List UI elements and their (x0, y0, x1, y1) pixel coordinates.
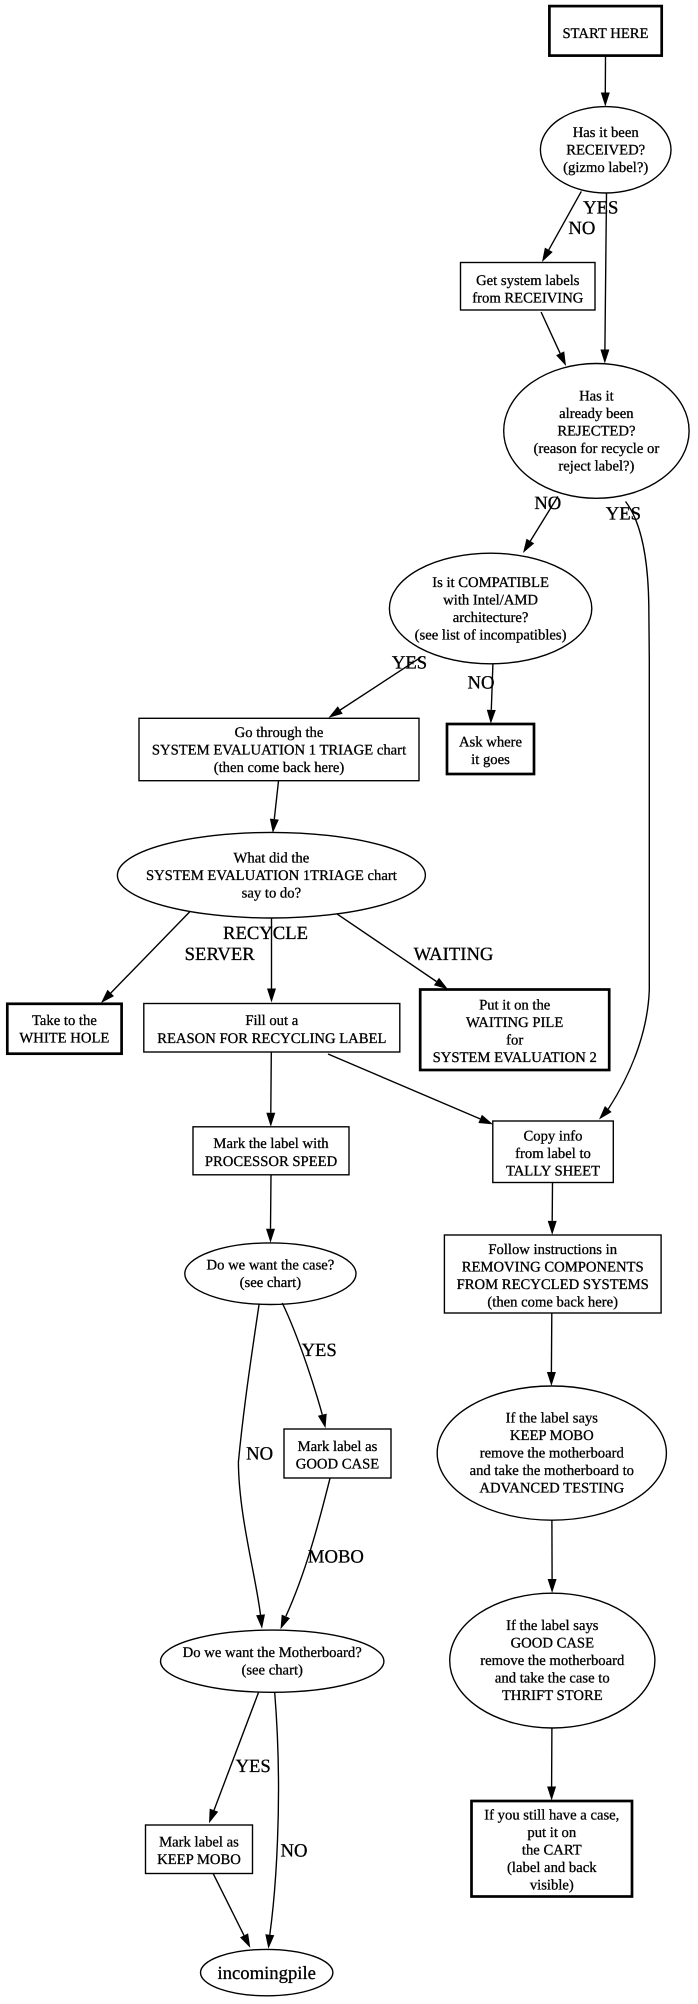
svg-text:REJECTED?: REJECTED? (557, 424, 635, 440)
svg-text:Copy info: Copy info (523, 1129, 582, 1145)
svg-text:THRIFT STORE: THRIFT STORE (502, 1688, 603, 1704)
svg-text:Follow instructions in: Follow instructions in (488, 1242, 617, 1258)
svg-text:from label to: from label to (515, 1146, 591, 1162)
svg-text:RECYCLE: RECYCLE (223, 923, 308, 944)
svg-text:(see list of incompatibles): (see list of incompatibles) (415, 627, 567, 643)
svg-text:NO: NO (246, 1443, 273, 1464)
svg-text:NO: NO (534, 493, 561, 514)
svg-text:(label and back: (label and back (507, 1860, 597, 1876)
svg-text:YES: YES (606, 504, 641, 525)
svg-text:remove the motherboard: remove the motherboard (480, 1653, 625, 1669)
svg-text:GOOD CASE: GOOD CASE (296, 1457, 380, 1473)
svg-text:Is it COMPATIBLE: Is it COMPATIBLE (432, 575, 549, 591)
svg-text:YES: YES (583, 198, 618, 219)
svg-text:already been: already been (559, 406, 634, 422)
svg-text:ADVANCED TESTING: ADVANCED TESTING (479, 1481, 624, 1497)
svg-text:START HERE: START HERE (562, 26, 648, 42)
svg-text:YES: YES (392, 652, 427, 673)
svg-text:remove the motherboard: remove the motherboard (480, 1446, 625, 1462)
svg-text:with Intel/AMD: with Intel/AMD (443, 592, 538, 608)
svg-text:Fill out a: Fill out a (245, 1013, 298, 1029)
svg-text:FROM RECYCLED SYSTEMS: FROM RECYCLED SYSTEMS (457, 1277, 649, 1293)
svg-text:(see chart): (see chart) (241, 1663, 303, 1679)
svg-text:Take to the: Take to the (32, 1013, 97, 1029)
svg-text:Go through the: Go through the (235, 725, 324, 741)
svg-text:architecture?: architecture? (453, 610, 529, 626)
svg-text:If the label says: If the label says (506, 1411, 599, 1427)
svg-text:reject label?): reject label?) (558, 459, 634, 475)
svg-text:PROCESSOR SPEED: PROCESSOR SPEED (205, 1154, 337, 1170)
svg-text:(then come back here): (then come back here) (487, 1295, 618, 1311)
svg-text:SYSTEM EVALUATION 1TRIAGE char: SYSTEM EVALUATION 1TRIAGE chart (146, 868, 397, 884)
svg-text:TALLY SHEET: TALLY SHEET (506, 1164, 600, 1180)
svg-text:MOBO: MOBO (308, 1547, 364, 1568)
svg-text:incomingpile: incomingpile (217, 1963, 315, 1984)
svg-text:SERVER: SERVER (185, 944, 256, 965)
svg-text:NO: NO (468, 672, 495, 693)
svg-text:SYSTEM EVALUATION 2: SYSTEM EVALUATION 2 (433, 1050, 597, 1066)
svg-text:YES: YES (236, 1756, 271, 1777)
svg-text:Mark label as: Mark label as (298, 1439, 378, 1455)
svg-text:If you still have a case,: If you still have a case, (484, 1808, 619, 1824)
svg-text:SYSTEM EVALUATION 1 TRIAGE cha: SYSTEM EVALUATION 1 TRIAGE chart (152, 742, 406, 758)
svg-text:put it on: put it on (527, 1825, 577, 1841)
svg-text:WHITE HOLE: WHITE HOLE (19, 1031, 109, 1047)
svg-text:(see chart): (see chart) (240, 1275, 302, 1291)
svg-text:from RECEIVING: from RECEIVING (472, 290, 584, 306)
svg-text:and take the motherboard to: and take the motherboard to (470, 1463, 634, 1479)
svg-text:YES: YES (302, 1340, 337, 1361)
svg-text:and take the case to: and take the case to (495, 1671, 610, 1687)
svg-text:If the label says: If the label says (506, 1618, 599, 1634)
svg-text:RECEIVED?: RECEIVED? (566, 142, 645, 158)
svg-text:KEEP MOBO: KEEP MOBO (157, 1852, 241, 1868)
svg-text:(then come back here): (then come back here) (214, 760, 345, 776)
svg-text:(reason for recycle or: (reason for recycle or (534, 441, 660, 457)
svg-text:Get system labels: Get system labels (476, 273, 580, 289)
svg-text:Has it been: Has it been (573, 125, 640, 141)
svg-text:NO: NO (568, 218, 595, 239)
svg-text:say to do?: say to do? (242, 885, 301, 901)
svg-text:WAITING: WAITING (414, 944, 494, 965)
svg-text:(gizmo label?): (gizmo label?) (563, 160, 648, 176)
svg-text:REASON FOR RECYCLING LABEL: REASON FOR RECYCLING LABEL (157, 1031, 386, 1047)
svg-text:KEEP MOBO: KEEP MOBO (510, 1428, 594, 1444)
svg-text:Put it on the: Put it on the (479, 998, 550, 1014)
svg-text:What did the: What did the (234, 850, 310, 866)
svg-text:Has it: Has it (579, 389, 614, 405)
svg-text:visible): visible) (530, 1878, 574, 1894)
svg-text:NO: NO (281, 1841, 308, 1862)
svg-text:WAITING PILE: WAITING PILE (466, 1015, 563, 1031)
svg-text:Ask where: Ask where (459, 735, 522, 751)
svg-text:Do we want the Motherboard?: Do we want the Motherboard? (183, 1645, 362, 1661)
svg-text:REMOVING COMPONENTS: REMOVING COMPONENTS (462, 1260, 644, 1276)
svg-text:Mark label as: Mark label as (159, 1835, 239, 1851)
svg-text:Mark the label with: Mark the label with (213, 1136, 329, 1152)
svg-text:the CART: the CART (522, 1843, 582, 1859)
svg-text:GOOD CASE: GOOD CASE (511, 1636, 595, 1652)
svg-text:it goes: it goes (471, 752, 510, 768)
svg-text:Do we want the case?: Do we want the case? (207, 1258, 335, 1274)
svg-text:for: for (506, 1033, 523, 1049)
